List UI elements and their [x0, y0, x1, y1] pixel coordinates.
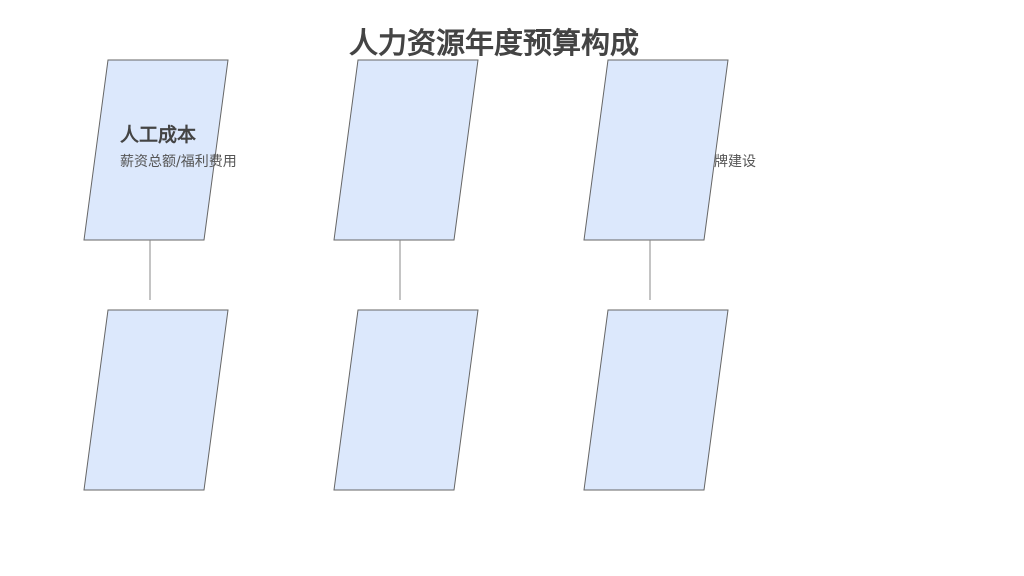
node-1-heading: 人工成本	[120, 124, 197, 146]
node-top-1	[83, 59, 229, 241]
node-bottom-3	[583, 309, 729, 491]
node-3-detail: 牌建设	[714, 154, 756, 170]
node-top-2	[333, 59, 479, 241]
diagram-title: 人力资源年度预算构成	[348, 26, 639, 60]
node-top-3	[583, 59, 729, 241]
node-bottom-1	[83, 309, 229, 491]
node-1-detail: 薪资总额/福利费用	[120, 154, 237, 170]
node-bottom-2	[333, 309, 479, 491]
